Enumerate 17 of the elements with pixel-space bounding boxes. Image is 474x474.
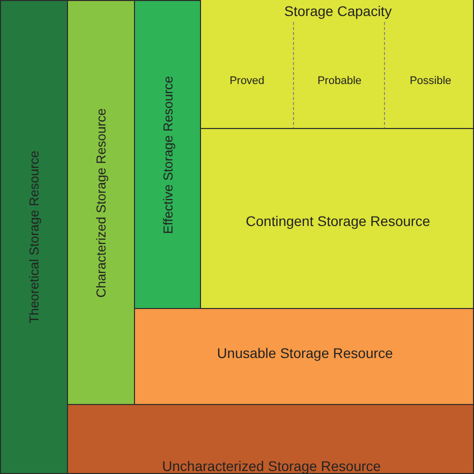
resource-label: Unusable Storage Resource	[216, 345, 394, 361]
resource-box	[134, 308, 474, 405]
resource-box	[200, 0, 474, 129]
resource-box	[0, 0, 68, 474]
resource-box	[134, 0, 201, 309]
resource-box	[67, 0, 135, 405]
resource-label: Contingent Storage Resource	[244, 213, 432, 229]
resource-label: Probable	[316, 75, 363, 87]
resource-label: Proved	[228, 75, 266, 87]
resource-box	[200, 128, 474, 309]
resource-label: Effective Storage Resource	[160, 76, 175, 234]
resource-label: Storage Capacity	[283, 3, 393, 19]
resource-label: Uncharacterized Storage Resource	[161, 458, 382, 474]
resource-label: Theoretical Storage Resource	[26, 150, 42, 324]
resource-label: Characterized Storage Resource	[94, 108, 108, 298]
resource-label: Possible	[408, 75, 452, 87]
resource-box	[67, 404, 474, 474]
